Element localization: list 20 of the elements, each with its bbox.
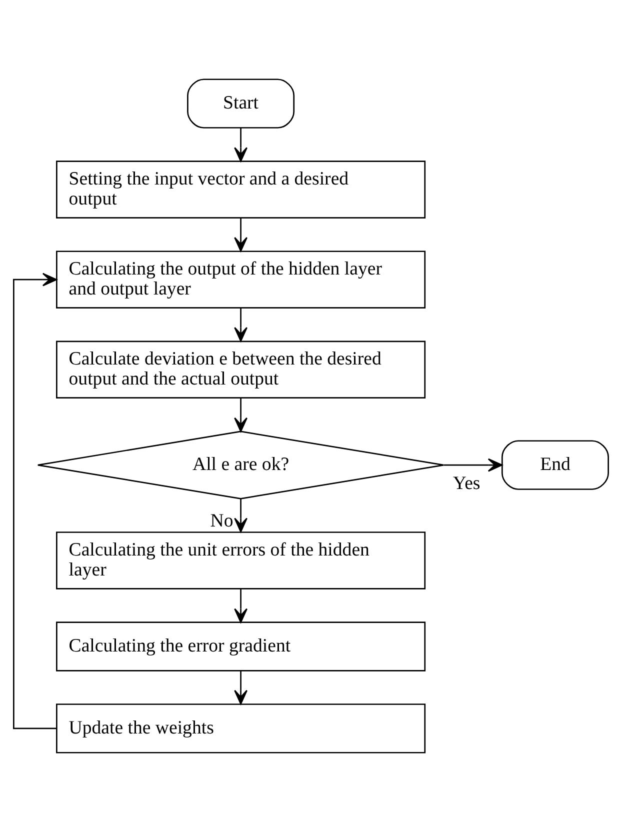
node-box: Start bbox=[187, 78, 295, 128]
edge-label: Yes bbox=[452, 473, 480, 494]
node-box: Calculating the output of the hidden layer and output layer bbox=[56, 250, 426, 308]
node-box: Calculating the unit errors of the hidden layer bbox=[56, 532, 426, 590]
arrow bbox=[234, 218, 248, 252]
arrow bbox=[234, 308, 248, 342]
node-box: Calculate deviation e between the desired output and the actual output bbox=[56, 340, 426, 399]
arrow bbox=[444, 458, 503, 472]
arrow bbox=[13, 272, 58, 730]
arrow bbox=[234, 128, 248, 162]
arrow bbox=[234, 671, 248, 705]
node-box: End bbox=[501, 440, 609, 490]
node-box: Calculating the error gradient bbox=[56, 622, 426, 672]
node-box: Update the weights bbox=[56, 704, 426, 754]
arrow bbox=[234, 398, 248, 432]
node-diamond: All e are ok? bbox=[37, 430, 444, 500]
edge-label: No bbox=[210, 510, 234, 532]
node-box: Setting the input vector and a desired output bbox=[56, 160, 426, 218]
arrow bbox=[234, 498, 248, 532]
arrow bbox=[234, 589, 248, 623]
